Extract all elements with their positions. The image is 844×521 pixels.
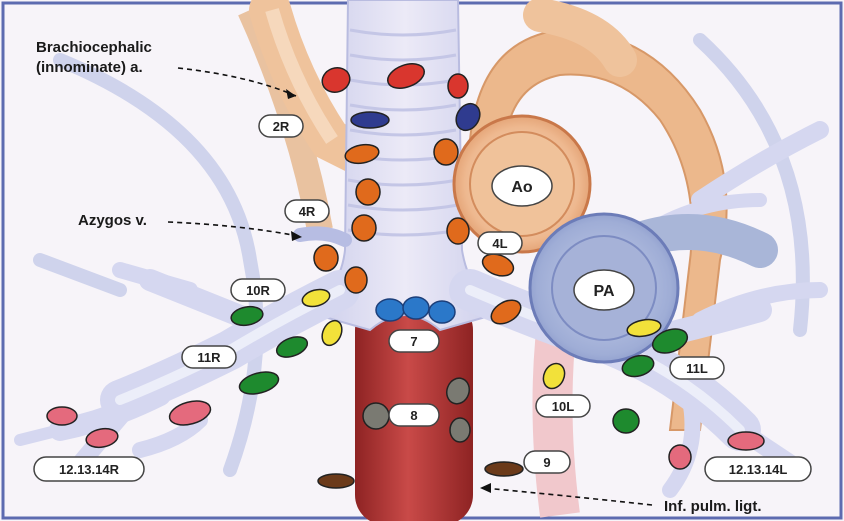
node-red xyxy=(448,74,468,98)
node-orange xyxy=(352,215,376,241)
label-9: 9 xyxy=(543,455,550,470)
label-2R: 2R xyxy=(273,119,290,134)
node-orange xyxy=(314,245,338,271)
subcarinal-nodes xyxy=(376,297,455,323)
annotation-inf-pulm-ligt-text: Inf. pulm. ligt. xyxy=(664,498,762,515)
annotation-azygos-text: Azygos v. xyxy=(78,212,147,229)
node-orange xyxy=(345,267,367,293)
aorta-label: Ao xyxy=(511,179,533,196)
node-gray xyxy=(450,418,470,442)
label-4R: 4R xyxy=(299,204,316,219)
node-pink xyxy=(47,407,77,425)
label-11L: 11L xyxy=(686,361,708,376)
node-orange xyxy=(356,179,380,205)
node-green xyxy=(613,409,639,433)
label-10L: 10L xyxy=(552,399,574,414)
node-pink xyxy=(669,445,691,469)
pulmonary-artery-label: PA xyxy=(593,283,614,300)
label-8: 8 xyxy=(410,408,417,423)
label-11R: 11R xyxy=(197,350,221,365)
annotation-brachiocephalic-line1: Brachiocephalic xyxy=(36,39,152,56)
node-gray xyxy=(363,403,389,429)
node-orange xyxy=(447,218,469,244)
label-10R: 10R xyxy=(246,283,270,298)
node-navy xyxy=(351,112,389,128)
azygos-vein xyxy=(300,233,345,240)
label-4L: 4L xyxy=(492,236,507,251)
node-brown xyxy=(485,462,523,476)
label-7: 7 xyxy=(410,334,417,349)
node-orange xyxy=(434,139,458,165)
node-pink xyxy=(728,432,764,450)
label-12-14L: 12.13.14L xyxy=(729,462,788,477)
label-12-14R: 12.13.14R xyxy=(59,462,120,477)
annotation-brachiocephalic-line2: (innominate) a. xyxy=(36,59,143,76)
node-brown xyxy=(318,474,354,488)
